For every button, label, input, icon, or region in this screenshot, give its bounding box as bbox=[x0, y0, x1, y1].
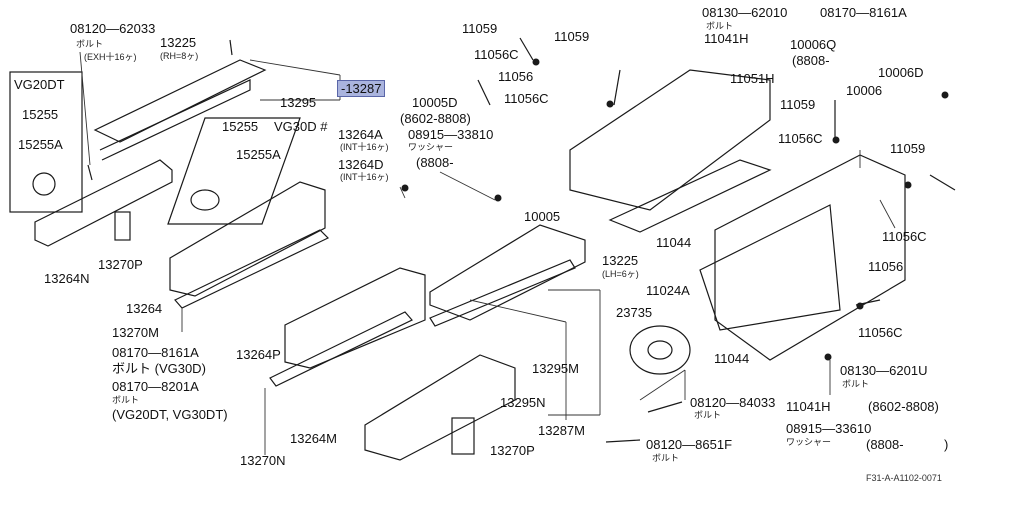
label-8602-8808-a: (8602-8808) bbox=[400, 111, 471, 126]
label-08130-6201u: 08130—6201U bbox=[840, 363, 928, 378]
label-13264d: 13264D bbox=[338, 157, 384, 172]
label-8808-c: (8808- bbox=[866, 437, 904, 452]
label-vg30d-note: ボルト (VG30D) bbox=[112, 361, 206, 376]
label-bolt-6: ボルト bbox=[652, 453, 680, 463]
label-08170-8201a: 08170—8201A bbox=[112, 379, 199, 394]
label-washer-1: ワッシャー bbox=[408, 142, 454, 152]
label-11056c-b: 11056C bbox=[504, 91, 549, 106]
label-13264m: 13264M bbox=[290, 431, 337, 446]
label-11056c-e: 11056C bbox=[858, 325, 903, 340]
label-08170-8161a-left: 08170—8161A bbox=[112, 345, 199, 360]
label-int16-d: (INT十16ヶ) bbox=[340, 172, 389, 182]
label-lh6: (LH=6ヶ) bbox=[602, 269, 639, 279]
label-23735: 23735 bbox=[616, 305, 653, 320]
label-08120-62033: 08120—62033 bbox=[70, 21, 156, 36]
label-11051h: 11051H bbox=[730, 71, 775, 86]
label-13270p-bottom: 13270P bbox=[490, 443, 535, 458]
label-13264p: 13264P bbox=[236, 347, 281, 362]
head-cover-left bbox=[34, 159, 173, 247]
label-exh-16: (EXH十16ヶ) bbox=[84, 52, 137, 62]
label-washer-2: ワッシャー bbox=[786, 437, 832, 447]
label-11056c-c: 11056C bbox=[778, 131, 823, 146]
label-15255a-left: 15255A bbox=[18, 137, 63, 152]
label-11024a: 11024A bbox=[646, 283, 690, 298]
label-bolt-4: ボルト bbox=[842, 379, 870, 389]
label-bolt-3: ボルト bbox=[706, 21, 734, 31]
label-bolt-2: ボルト bbox=[112, 395, 140, 405]
label-13287m: 13287M bbox=[538, 423, 585, 438]
label-11041h-top: 11041H bbox=[704, 31, 749, 46]
rocker-cover-top-left bbox=[93, 59, 267, 143]
label-13264: 13264 bbox=[126, 301, 163, 316]
label-vg20dt: VG20DT bbox=[14, 77, 65, 92]
label-08915-33810: 08915—33810 bbox=[408, 127, 494, 142]
label-08915-33610: 08915—33610 bbox=[786, 421, 872, 436]
label-08120-8651f: 08120—8651F bbox=[646, 437, 733, 452]
center-cover-lower bbox=[364, 354, 516, 461]
label-11059-a: 11059 bbox=[462, 21, 498, 36]
center-cover-upper bbox=[429, 224, 586, 321]
label-8602-8808-b: (8602-8808) bbox=[868, 399, 939, 414]
label-int16-a: (INT十16ヶ) bbox=[340, 142, 389, 152]
label-11044-a: 11044 bbox=[656, 235, 692, 250]
label-bolt: ボルト bbox=[76, 39, 104, 49]
label-10006q: 10006Q bbox=[790, 37, 837, 52]
label-vg30d: VG30D # bbox=[274, 119, 328, 134]
label-rh8: (RH=8ヶ) bbox=[160, 51, 199, 61]
label-11056c-d: 11056C bbox=[882, 229, 927, 244]
pulley bbox=[629, 325, 691, 375]
label-13270n: 13270N bbox=[240, 453, 286, 468]
label-13264n: 13264N bbox=[44, 271, 90, 286]
label-13295-top: 13295 bbox=[280, 95, 317, 110]
label-11056-right: 11056 bbox=[868, 259, 904, 274]
label-13264a: 13264A bbox=[338, 127, 383, 142]
label-13270p-left: 13270P bbox=[98, 257, 143, 272]
label-15255-left: 15255 bbox=[22, 107, 59, 122]
figure-code: F31-A-A1102-0071 bbox=[866, 473, 942, 483]
label-13225-top: 13225 bbox=[160, 35, 197, 50]
label-15255a-mid: 15255A bbox=[236, 147, 281, 162]
label-vg20dt-vg30dt: (VG20DT, VG30DT) bbox=[112, 407, 228, 422]
label-11059-c: 11059 bbox=[780, 97, 816, 112]
label-13287-highlight: -13287 bbox=[337, 80, 386, 97]
label-08170-8161a-right: 08170—8161A bbox=[820, 5, 907, 20]
label-paren-close: ) bbox=[944, 437, 949, 452]
lower-cover-middle bbox=[284, 267, 426, 369]
label-13295m: 13295M bbox=[532, 361, 579, 376]
cylinder-head-upper bbox=[569, 69, 771, 211]
label-08120-84033: 08120—84033 bbox=[690, 395, 776, 410]
label-8808-a: (8808- bbox=[416, 155, 454, 170]
label-8808-b: (8808- bbox=[792, 53, 830, 68]
label-08130-62010-top: 08130—62010 bbox=[702, 5, 788, 20]
label-bolt-5: ボルト bbox=[694, 410, 722, 420]
label-10005: 10005 bbox=[524, 209, 561, 224]
label-10006d: 10006D bbox=[878, 65, 924, 80]
label-11059-b: 11059 bbox=[554, 29, 590, 44]
label-11059-d: 11059 bbox=[890, 141, 926, 156]
label-15255-mid: 15255 bbox=[222, 119, 259, 134]
label-13225-lh: 13225 bbox=[602, 253, 639, 268]
head-cover-middle bbox=[169, 181, 326, 297]
label-11041h-bottom: 11041H bbox=[786, 399, 831, 414]
label-13270m: 13270M bbox=[112, 325, 159, 340]
label-11044-b: 11044 bbox=[714, 351, 750, 366]
label-11056c-a: 11056C bbox=[474, 47, 519, 62]
label-11056: 11056 bbox=[498, 69, 534, 84]
label-13295n: 13295N bbox=[500, 395, 546, 410]
label-10005d: 10005D bbox=[412, 95, 458, 110]
label-10006: 10006 bbox=[846, 83, 883, 98]
